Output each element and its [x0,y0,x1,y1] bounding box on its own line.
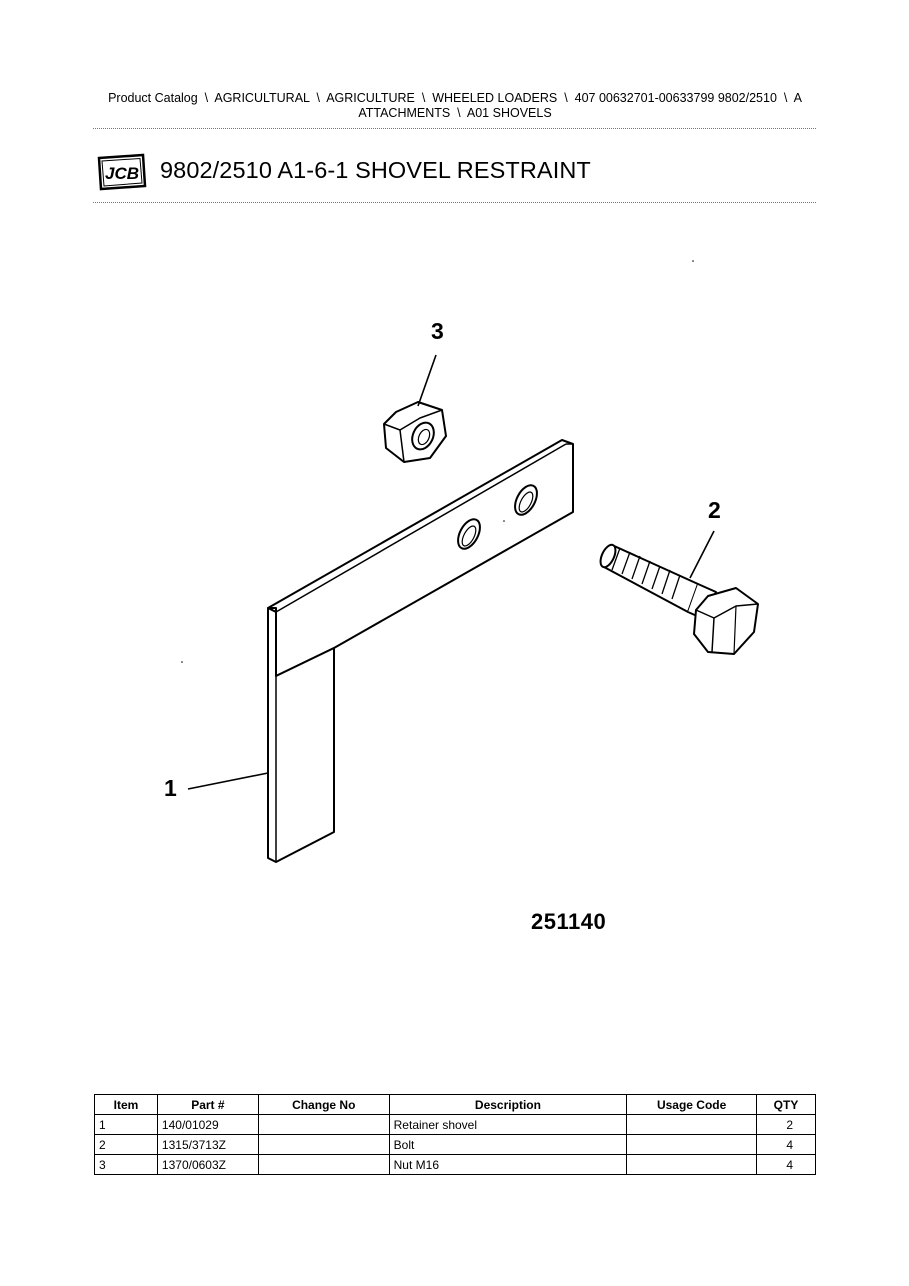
divider [93,202,816,203]
cell-qty: 4 [756,1154,816,1175]
cell-description: Bolt [388,1134,628,1155]
leader-line-1 [187,772,269,790]
cell-usage-code [626,1154,758,1175]
callout-1: 1 [164,775,177,801]
table-row: 1 140/01029 Retainer shovel 2 [94,1114,816,1135]
divider [93,128,816,129]
leader-line-3 [417,354,437,407]
cell-part: 1370/0603Z [156,1154,259,1175]
nut [383,401,447,463]
cell-change-no [257,1114,390,1135]
cell-change-no [257,1154,390,1175]
callout-2: 2 [708,497,721,523]
table-row: 3 1370/0603Z Nut M16 4 [94,1154,816,1175]
page-title: 9802/2510 A1-6-1 SHOVEL RESTRAINT [160,157,591,183]
cell-item: 3 [94,1154,158,1175]
parts-diagram [181,260,759,863]
column-header-description: Description [388,1094,628,1115]
column-header-change-no: Change No [257,1094,390,1115]
cell-usage-code [626,1134,758,1155]
cell-part: 1315/3713Z [156,1134,259,1155]
callout-3: 3 [431,318,444,344]
bolt [599,543,759,655]
cell-part: 140/01029 [156,1114,259,1135]
cell-item: 1 [94,1114,158,1135]
table-header-row: Item Part # Change No Description Usage … [94,1094,816,1115]
breadcrumb-line-2: ATTACHMENTS \ A01 SHOVELS [358,106,552,120]
cell-qty: 2 [756,1114,816,1135]
cell-description: Retainer shovel [388,1114,628,1135]
column-header-part: Part # [156,1094,259,1115]
parts-table: Item Part # Change No Description Usage … [94,1094,816,1175]
column-header-qty: QTY [756,1094,816,1115]
logo-text: JCB [105,164,139,183]
retainer-leg [267,607,335,863]
breadcrumb-line-1: Product Catalog \ AGRICULTURAL \ AGRICUL… [108,91,802,105]
figure-id: 251140 [531,909,607,934]
cell-description: Nut M16 [388,1154,628,1175]
retainer-arm [267,439,574,677]
column-header-usage-code: Usage Code [626,1094,758,1115]
column-header-item: Item [94,1094,158,1115]
cell-item: 2 [94,1134,158,1155]
cell-change-no [257,1134,390,1155]
cell-usage-code [626,1114,758,1135]
leader-line-2 [689,530,715,579]
breadcrumb: Product Catalog \ AGRICULTURAL \ AGRICUL… [60,91,850,121]
table-row: 2 1315/3713Z Bolt 4 [94,1134,816,1155]
jcb-logo: JCB [97,153,147,191]
cell-qty: 4 [756,1134,816,1155]
